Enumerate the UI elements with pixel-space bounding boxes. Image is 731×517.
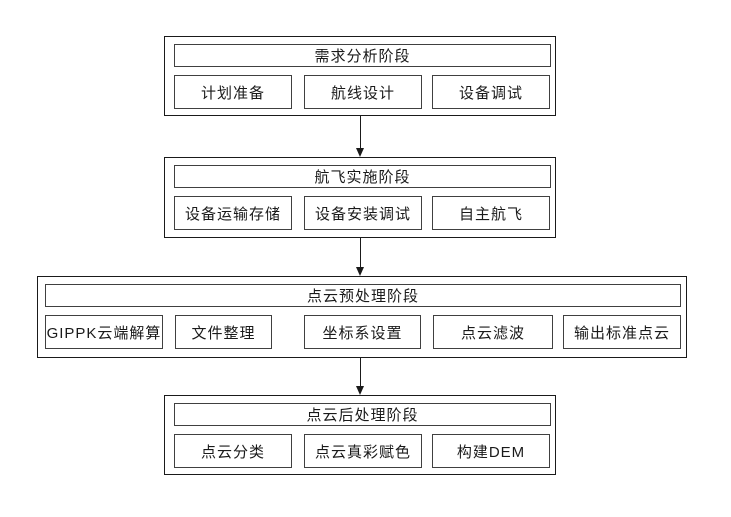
task-pointcloud-classification: 点云分类 [174, 434, 292, 468]
stage-pointcloud-preprocessing: 点云预处理阶段 GIPPK云端解算 文件整理 坐标系设置 点云滤波 输出标准点云 [37, 276, 687, 358]
task-coordinate-system-setting: 坐标系设置 [304, 315, 421, 349]
task-route-design: 航线设计 [304, 75, 422, 109]
stage-flight-implementation: 航飞实施阶段 设备运输存储 设备安装调试 自主航飞 [164, 157, 556, 238]
task-pointcloud-filtering: 点云滤波 [433, 315, 553, 349]
flow-arrow-3 [356, 358, 365, 395]
flow-arrow-2 [356, 238, 365, 276]
flow-arrow-1 [356, 116, 365, 157]
stage-title-requirements-analysis: 需求分析阶段 [174, 44, 551, 67]
task-plan-preparation: 计划准备 [174, 75, 292, 109]
arrow-shaft [360, 116, 361, 150]
task-equipment-debugging: 设备调试 [432, 75, 550, 109]
task-build-dem: 构建DEM [432, 434, 550, 468]
arrow-shaft [360, 358, 361, 388]
arrow-shaft [360, 238, 361, 269]
arrow-head-down-icon [356, 267, 364, 276]
stage-title-flight-implementation: 航飞实施阶段 [174, 165, 551, 188]
arrow-head-down-icon [356, 148, 364, 157]
stage-title-pointcloud-postprocessing: 点云后处理阶段 [174, 403, 551, 426]
task-equipment-transport-storage: 设备运输存储 [174, 196, 292, 230]
task-equipment-install-debug: 设备安装调试 [304, 196, 422, 230]
stage-pointcloud-postprocessing: 点云后处理阶段 点云分类 点云真彩赋色 构建DEM [164, 395, 556, 475]
task-file-organization: 文件整理 [175, 315, 272, 349]
task-output-standard-pointcloud: 输出标准点云 [563, 315, 681, 349]
stage-title-pointcloud-preprocessing: 点云预处理阶段 [45, 284, 681, 307]
arrow-head-down-icon [356, 386, 364, 395]
task-autonomous-flight: 自主航飞 [432, 196, 550, 230]
task-pointcloud-truecolor: 点云真彩赋色 [304, 434, 422, 468]
task-gippk-cloud-solution: GIPPK云端解算 [45, 315, 163, 349]
stage-requirements-analysis: 需求分析阶段 计划准备 航线设计 设备调试 [164, 36, 556, 116]
